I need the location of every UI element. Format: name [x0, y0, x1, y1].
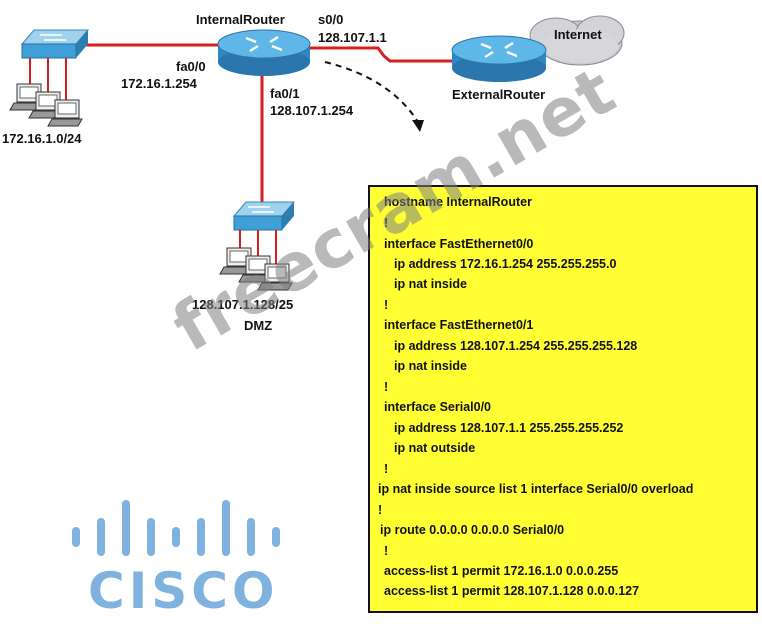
fa0-1-label: fa0/1: [270, 86, 300, 101]
config-line: !: [384, 216, 389, 230]
config-line: ip address 172.16.1.254 255.255.255.0: [394, 257, 617, 271]
config-line: !: [384, 380, 389, 394]
s0-0-ip-label: 128.107.1.1: [318, 30, 387, 45]
config-line: !: [384, 298, 389, 312]
config-line: !: [384, 462, 389, 476]
config-line: !: [378, 503, 383, 517]
cisco-logo-text: CISCO: [88, 562, 279, 620]
router-config-box: hostname InternalRouter ! interface Fast…: [368, 185, 758, 613]
dmz-pcs[interactable]: [219, 247, 293, 291]
config-line: ip nat inside source list 1 interface Se…: [378, 482, 694, 496]
dmz-label: DMZ: [244, 318, 273, 333]
config-line: ip nat inside: [394, 277, 467, 291]
lan-subnet-label: 172.16.1.0/24: [2, 131, 82, 146]
cisco-logo-bars: [72, 500, 280, 556]
dmz-switch[interactable]: [232, 201, 296, 268]
internal-router[interactable]: [217, 29, 311, 76]
fa0-0-ip-label: 172.16.1.254: [121, 76, 197, 91]
config-line: hostname InternalRouter: [384, 195, 532, 209]
config-line: !: [384, 544, 389, 558]
external-router-label: ExternalRouter: [452, 87, 546, 102]
config-line: interface Serial0/0: [384, 400, 492, 414]
config-callout-arrow: [324, 61, 419, 123]
lan-switch[interactable]: [20, 29, 90, 104]
external-router[interactable]: [451, 35, 547, 82]
internet-label: Internet: [554, 27, 602, 42]
s0-0-label: s0/0: [318, 12, 344, 27]
internal-router-label: InternalRouter: [196, 12, 285, 27]
callout-arrowhead: [412, 120, 424, 132]
config-line: ip address 128.107.1.254 255.255.255.128: [394, 339, 638, 353]
config-line: interface FastEthernet0/1: [384, 318, 534, 332]
config-line: ip nat inside: [394, 359, 467, 373]
config-line: access-list 1 permit 172.16.1.0 0.0.0.25…: [384, 564, 619, 578]
serial-link-internal-to-external: [310, 46, 456, 63]
dmz-subnet-label: 128.107.1.128/25: [192, 297, 294, 312]
config-line: ip address 128.107.1.1 255.255.255.252: [394, 421, 624, 435]
fa0-1-ip-label: 128.107.1.254: [270, 103, 354, 118]
config-line: ip nat outside: [394, 441, 476, 455]
config-line: access-list 1 permit 128.107.1.128 0.0.0…: [384, 584, 640, 598]
lan-pcs[interactable]: [9, 83, 83, 127]
config-line: interface FastEthernet0/0: [384, 237, 534, 251]
config-line: ip route 0.0.0.0 0.0.0.0 Serial0/0: [380, 523, 565, 537]
fa0-0-label: fa0/0: [176, 59, 206, 74]
